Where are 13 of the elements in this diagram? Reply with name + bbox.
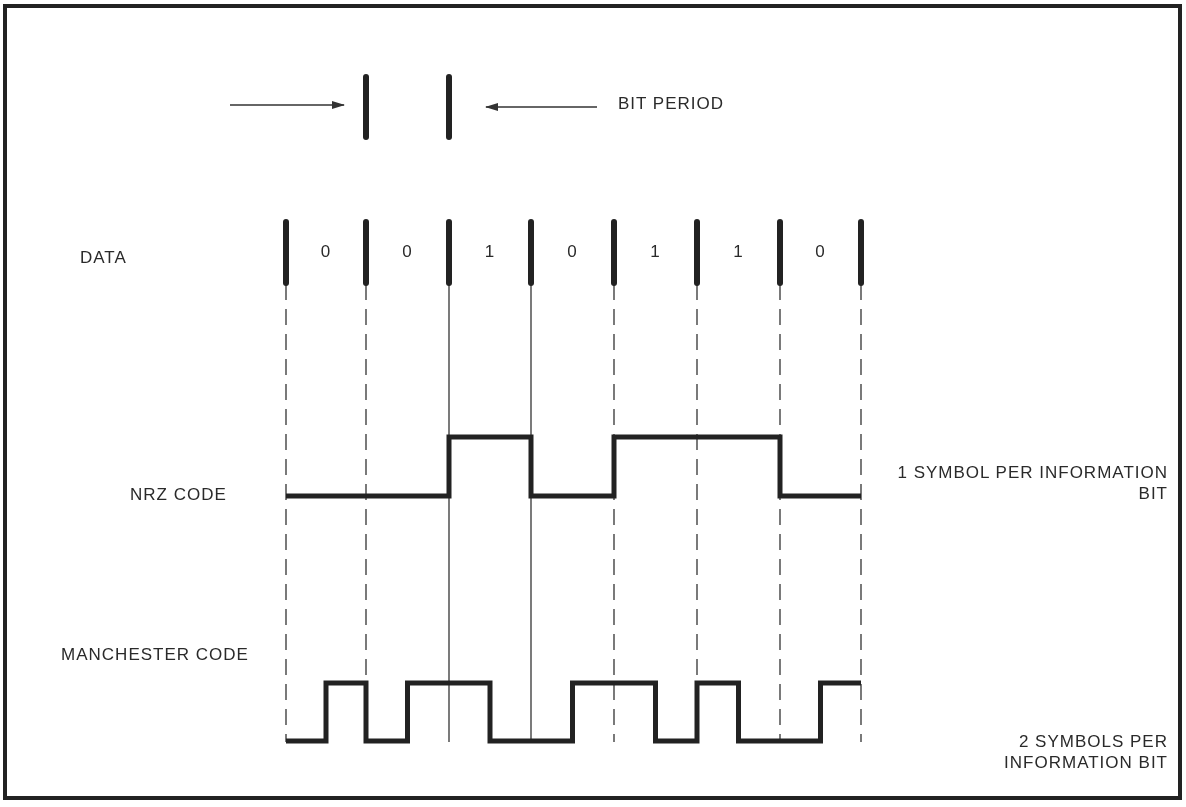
bit-value: 0 — [814, 241, 827, 263]
bit-value: 1 — [732, 241, 745, 263]
bit-value: 0 — [319, 241, 333, 263]
signal-label: DATA — [80, 247, 127, 269]
signal-label: BIT PERIOD — [618, 93, 725, 115]
signal-label: MANCHESTER CODE — [60, 644, 250, 666]
signal-label: NRZ CODE — [130, 484, 227, 506]
bit-value: 0 — [401, 241, 414, 263]
signal-label: 1 SYMBOL PER INFORMATION BIT — [896, 462, 1168, 505]
bit-value: 0 — [566, 241, 579, 263]
signal-label: 2 SYMBOLS PER INFORMATION BIT — [1003, 731, 1168, 774]
bit-value: 1 — [649, 241, 662, 263]
bit-value: 1 — [483, 241, 497, 263]
